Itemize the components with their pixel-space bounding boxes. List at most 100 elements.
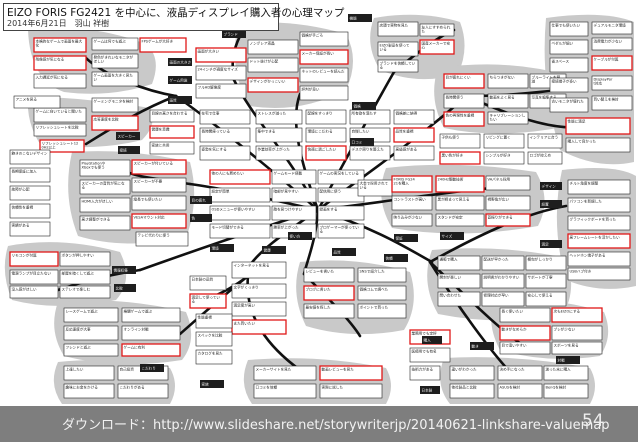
node-52: 古いモニタが壊れた bbox=[549, 97, 589, 113]
node-label: VESAマウント対応 bbox=[134, 214, 166, 219]
dark-node-8: スピーカー bbox=[116, 132, 140, 140]
dark-node-19: 比較 bbox=[114, 284, 136, 292]
dark-node-label: 満足 bbox=[542, 241, 550, 246]
node-label: 暗部が見やすい bbox=[274, 188, 300, 193]
node-label: ちらつきがない bbox=[490, 74, 516, 79]
node-label: 首振りができる bbox=[488, 214, 513, 219]
node-120: オンライン対戦 bbox=[121, 325, 181, 341]
node-88: 没入感がほしい bbox=[9, 285, 59, 299]
node-label: SNSで紹介した bbox=[360, 268, 386, 273]
node-25: ドット抜けが心配 bbox=[247, 57, 299, 73]
node-label: キャリブレーションし bbox=[490, 112, 526, 117]
node-label: 部屋を暗くして遊ぶ bbox=[62, 270, 95, 275]
node-129: カタログを見た bbox=[195, 349, 233, 365]
node-label: スピーカーの音質が気にな bbox=[82, 180, 126, 185]
dark-node-17: 満足 bbox=[540, 240, 562, 248]
node-104: 梱包がしっかり bbox=[525, 255, 567, 271]
dark-node-label: こだわり bbox=[142, 365, 156, 370]
dark-node-7: 口コミ bbox=[350, 138, 374, 146]
node-44: 仕事でも使いたい bbox=[549, 21, 589, 37]
node-label: 購入して良かった bbox=[568, 138, 597, 143]
node-label: 24インチが適度なサイズ bbox=[198, 66, 239, 71]
node-label: スピーカーが不要 bbox=[134, 178, 163, 183]
node-131: 動画レビューを見た bbox=[319, 365, 383, 381]
download-link[interactable]: ダウンロード：http://www.slideshare.net/storywr… bbox=[62, 418, 610, 433]
dark-node-label: 色 bbox=[192, 215, 196, 220]
node-label: 高さ調整ができる bbox=[82, 216, 111, 221]
node-label: リビングに置く bbox=[486, 134, 511, 139]
node-label: ストレスが減った bbox=[258, 110, 287, 115]
node-label: 評判が良い bbox=[302, 86, 320, 91]
dark-node-label: 健康 bbox=[264, 247, 272, 252]
node-label: 自己投資 bbox=[120, 366, 135, 371]
node-93: 文字がくっきり bbox=[231, 283, 287, 299]
node-75: 映り込みが少ない bbox=[391, 213, 433, 227]
node-label: スピーカーが付いている bbox=[134, 160, 174, 165]
node-label: リフレッシュレート12 bbox=[42, 140, 79, 145]
node-label: 仕事でも使いたい bbox=[552, 22, 581, 27]
title-box: EIZO FORIS FG2421 を中心に、液晶ディスプレイ購入者の心理マップ… bbox=[3, 3, 344, 31]
node-132: 口コミを信頼 bbox=[253, 383, 317, 399]
node-170: 医療用でも有名 bbox=[409, 347, 451, 363]
dark-node-1: 画面の大きさ bbox=[168, 58, 192, 66]
node-123: 上達したい bbox=[63, 365, 115, 381]
node-148: 快適に過ごしたい bbox=[305, 145, 347, 161]
dark-node-24: 購入 bbox=[422, 336, 442, 344]
node-label: る bbox=[380, 65, 384, 70]
dark-node-label: 目の疲れ bbox=[192, 197, 207, 202]
dark-node-label: 購入 bbox=[424, 337, 432, 342]
node-162: シンプルが好き bbox=[483, 151, 525, 165]
page-number: 54 bbox=[582, 411, 604, 431]
dark-node-label: 設置 bbox=[542, 201, 550, 206]
node-label: DisplayPor bbox=[594, 77, 613, 81]
node-66: 録画をする bbox=[317, 205, 365, 221]
dark-node-6: 価格 bbox=[352, 102, 376, 110]
dark-node-22: 品質 bbox=[332, 248, 356, 256]
node-18: 縦長でも使いたい bbox=[131, 195, 187, 211]
node-label: 文字がくっきり bbox=[234, 284, 259, 289]
node-label: いる bbox=[360, 185, 368, 190]
node-label: 梱包がしっかり bbox=[528, 256, 553, 261]
node-98: ブログに書いた bbox=[303, 285, 355, 301]
node-label: 問い合わせた bbox=[440, 292, 462, 297]
node-label: レビューを書いた bbox=[306, 268, 335, 273]
node-29: ネットのレビューを読んだ bbox=[299, 67, 349, 83]
node-label: 縦長でも使いたい bbox=[134, 196, 163, 201]
node-143: 所有欲を満たす bbox=[349, 109, 391, 125]
node-74: 視野角が広い bbox=[485, 195, 531, 211]
node-108: 問い合わせた bbox=[437, 291, 481, 307]
node-94: 満足度が高い bbox=[231, 301, 287, 317]
node-label: 目で追いやすい bbox=[502, 342, 528, 347]
node-label: Xboxでも使う bbox=[82, 165, 105, 170]
node-label: 減 bbox=[532, 79, 536, 84]
node-label: 本格的なゲームで画面を最大 bbox=[36, 38, 83, 43]
node-label: 実績がある bbox=[12, 222, 30, 227]
node-85: ボタンが押しやすい bbox=[59, 251, 111, 267]
node-label: 電源ランプが目立たない bbox=[12, 270, 52, 275]
node-9: 応答速度を比較 bbox=[91, 115, 139, 131]
node-118: 格闘ゲームで遊ぶ bbox=[121, 307, 181, 323]
node-label: メーカーサイトを見た bbox=[256, 366, 292, 371]
node-label: カタログを見た bbox=[198, 350, 224, 355]
node-label: また買いたい bbox=[234, 320, 256, 325]
node-label: る bbox=[192, 299, 196, 304]
dark-node-15: デザイン bbox=[540, 182, 562, 190]
node-17: HDMI入力がほしい bbox=[79, 197, 131, 213]
node-label: 日本製の品質 bbox=[192, 276, 214, 281]
node-161: 黒い色が好き bbox=[439, 151, 481, 165]
date-author: 2014年6月21日 羽山 祥樹 bbox=[7, 19, 110, 28]
link-16 bbox=[428, 204, 568, 264]
node-label: ブランドを信頼してい bbox=[380, 60, 416, 65]
node-label: いる bbox=[380, 47, 388, 52]
node-label: 違いがわかった bbox=[452, 366, 478, 371]
node-label: USBハブ付き bbox=[570, 268, 592, 273]
node-label: 映り込みが少ない bbox=[394, 214, 423, 219]
node-label: 接続端子が多い bbox=[552, 78, 578, 83]
node-156: 健康を意識 bbox=[149, 125, 195, 139]
node-22: 24インチが適度なサイズ bbox=[195, 65, 247, 81]
